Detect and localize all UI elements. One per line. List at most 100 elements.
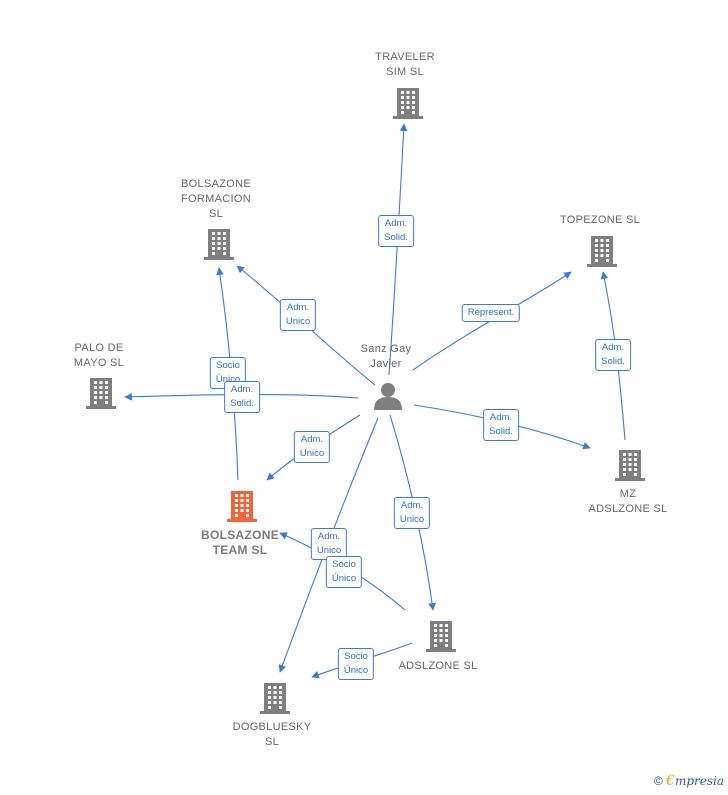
building-window (279, 701, 282, 704)
building-window (445, 624, 448, 627)
building-window (268, 686, 271, 689)
building-window (273, 691, 277, 694)
building-window (628, 453, 632, 456)
person-label[interactable]: Sanz Gay Javier (360, 343, 412, 370)
relation-label: Represent. (461, 304, 521, 322)
building-window (600, 239, 604, 242)
building-window (246, 504, 249, 507)
relation-label: Adm. Solid. (483, 409, 519, 441)
building-window (235, 504, 238, 507)
building-window (105, 391, 108, 394)
company-label-traveler[interactable]: TRAVELER SIM SL (375, 51, 435, 78)
building-window (279, 686, 282, 689)
building-window (412, 111, 415, 114)
building-window (94, 396, 97, 399)
building-window (99, 396, 103, 399)
building-window (439, 634, 443, 637)
company-label-mz-adslzone[interactable]: MZ ADSLZONE SL (588, 488, 668, 515)
relation-label: Adm. Unico (293, 431, 331, 463)
building-window (401, 101, 404, 104)
building-window (246, 514, 249, 517)
building-window (105, 386, 108, 389)
brand-logo-icon: € (666, 773, 675, 789)
relation-label: Adm. Solid. (378, 215, 414, 247)
building-window (434, 639, 437, 642)
building-window (212, 242, 215, 245)
building-window (406, 106, 410, 109)
building-window (634, 463, 637, 466)
company-label-topezone[interactable]: TOPEZONE SL (559, 214, 641, 226)
building-window (94, 381, 97, 384)
building-window (279, 706, 282, 709)
copyright-symbol: © (653, 774, 663, 788)
building-window (634, 453, 637, 456)
building-window (401, 91, 404, 94)
building-window (434, 634, 437, 637)
building-window (628, 468, 632, 471)
building-window (439, 629, 443, 632)
relation-label: Adm. Unico (393, 497, 431, 529)
building-window (273, 686, 277, 689)
company-label-adslzone[interactable]: ADSLZONE SL (398, 660, 478, 672)
building-window (445, 639, 448, 642)
building-window (223, 232, 226, 235)
building-window (634, 468, 637, 471)
company-label-bolsazone-formacion[interactable]: BOLSAZONE FORMACION SL (181, 178, 251, 220)
relation-label: Socio Único (325, 556, 363, 588)
building-window (434, 624, 437, 627)
person-icon (374, 383, 402, 410)
building-window (623, 453, 626, 456)
building-window (445, 644, 448, 647)
building-window (401, 96, 404, 99)
brand-name: mpresia (674, 774, 724, 788)
building-window (105, 396, 108, 399)
company-label-dogbluesky[interactable]: DOGBLUESKY SL (232, 721, 312, 748)
company-label-bolsazone-team[interactable]: BOLSAZONE TEAM SL (200, 528, 280, 557)
building-window (217, 237, 221, 240)
building-window (273, 696, 277, 699)
building-window (595, 259, 598, 262)
building-window (223, 247, 226, 250)
building-window (223, 252, 226, 255)
building-window (223, 242, 226, 245)
building-window (279, 696, 282, 699)
building-window (606, 239, 609, 242)
company-label-palo-de-mayo[interactable]: PALO DE MAYO SL (73, 342, 125, 369)
building-window (406, 96, 410, 99)
building-window (223, 237, 226, 240)
building-window (595, 254, 598, 257)
building-window (406, 101, 410, 104)
building-window (628, 458, 632, 461)
building-window (217, 247, 221, 250)
building-window (94, 386, 97, 389)
building-window (268, 706, 271, 709)
building-window (212, 232, 215, 235)
building-window (279, 691, 282, 694)
building-window (445, 634, 448, 637)
building-window (623, 468, 626, 471)
building-window (401, 106, 404, 109)
building-window (99, 381, 103, 384)
building-window (600, 244, 604, 247)
building-window (235, 499, 238, 502)
building-window (434, 644, 437, 647)
building-window (212, 247, 215, 250)
building-window (217, 242, 221, 245)
building-window (606, 244, 609, 247)
relation-label: Adm. Solid. (224, 381, 260, 413)
building-window (595, 244, 598, 247)
building-window (235, 509, 238, 512)
building-window (212, 252, 215, 255)
building-window (595, 239, 598, 242)
building-window (623, 473, 626, 476)
building-window (240, 504, 244, 507)
brand-footer[interactable]: © €mpresia (654, 773, 724, 789)
relation-label: Adm. Unico (279, 299, 317, 331)
building-window (240, 494, 244, 497)
building-window (273, 701, 277, 704)
building-window (217, 232, 221, 235)
building-window (439, 624, 443, 627)
building-window (268, 696, 271, 699)
building-window (99, 391, 103, 394)
building-window (268, 691, 271, 694)
